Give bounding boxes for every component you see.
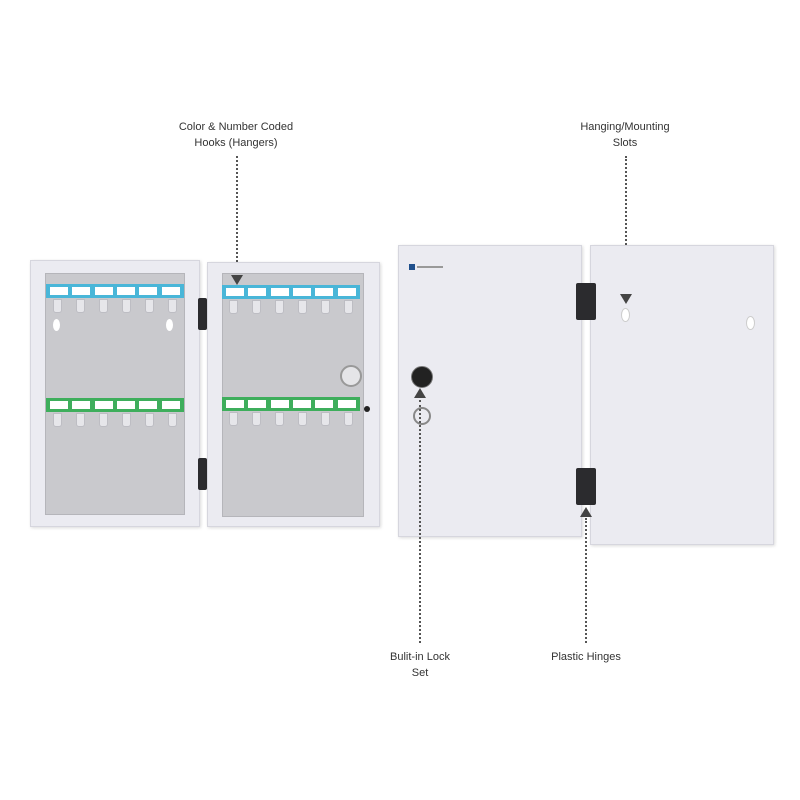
key-hook xyxy=(53,413,62,427)
brand-logo xyxy=(409,264,444,270)
hook-strip-bottom-right xyxy=(222,397,360,411)
plastic-hinge xyxy=(576,283,596,320)
key-hook xyxy=(298,300,307,314)
number-tag xyxy=(293,400,312,408)
slots-annotation: Hanging/Mounting Slots xyxy=(545,119,705,151)
number-tag xyxy=(117,401,136,409)
key-hook xyxy=(99,413,108,427)
lock-arrow-icon xyxy=(414,388,426,398)
slots-leader-line xyxy=(625,156,627,293)
hinges-annotation-line1: Plastic Hinges xyxy=(551,651,621,663)
key-hook xyxy=(145,413,154,427)
number-tag xyxy=(94,287,113,295)
number-tag xyxy=(337,400,356,408)
hook-strip-top-left xyxy=(46,284,184,298)
key-hook xyxy=(229,412,238,426)
number-tag xyxy=(293,288,312,296)
plastic-hinge xyxy=(576,468,596,505)
number-tag xyxy=(161,287,180,295)
number-tag xyxy=(315,288,334,296)
key-hook xyxy=(321,300,330,314)
key-hook xyxy=(76,299,85,313)
lock-leader-line xyxy=(419,400,421,643)
key-hook xyxy=(53,299,62,313)
mounting-slot xyxy=(746,316,755,330)
number-tag xyxy=(94,401,113,409)
hooks-arrow-icon xyxy=(231,275,243,285)
mounting-slot xyxy=(166,319,173,331)
number-tag xyxy=(226,288,245,296)
number-tag xyxy=(50,287,69,295)
closed-cabinet-front-door xyxy=(398,245,582,537)
lock-icon[interactable] xyxy=(411,366,433,388)
number-tag xyxy=(117,287,136,295)
lock-annotation-line1: Bulit-in Lock xyxy=(390,651,450,663)
key-ring-icon xyxy=(413,407,431,425)
left-inner-back xyxy=(45,273,185,515)
hooks-annotation-line1: Color & Number Coded xyxy=(178,121,294,133)
key-hook xyxy=(298,412,307,426)
key-hook xyxy=(122,413,131,427)
hinges-leader-line xyxy=(585,518,587,643)
hinges-annotation: Plastic Hinges xyxy=(506,649,666,665)
number-tag xyxy=(248,288,267,296)
key-hook xyxy=(252,412,261,426)
number-tag xyxy=(337,288,356,296)
right-inner-back xyxy=(222,273,364,517)
key-hook xyxy=(344,300,353,314)
hooks-leader-line xyxy=(236,156,238,274)
number-tag xyxy=(248,400,267,408)
key-hook xyxy=(275,412,284,426)
key-hook xyxy=(321,412,330,426)
mounting-slot xyxy=(621,308,630,322)
number-tag xyxy=(270,288,289,296)
hook-row xyxy=(46,299,184,313)
hooks-annotation-line2: Hooks (Hangers) xyxy=(194,137,278,149)
number-tag xyxy=(161,401,180,409)
key-hook xyxy=(344,412,353,426)
number-tag xyxy=(270,400,289,408)
key-hook xyxy=(252,300,261,314)
slots-annotation-line2: Slots xyxy=(612,137,638,149)
number-tag xyxy=(72,287,91,295)
cam-lock-icon xyxy=(340,365,362,387)
key-hook xyxy=(76,413,85,427)
lock-annotation-line2: Set xyxy=(411,667,429,679)
key-hook xyxy=(168,413,177,427)
latch-hole xyxy=(364,406,370,412)
closed-cabinet-back-panel xyxy=(590,245,774,545)
key-hook xyxy=(145,299,154,313)
hooks-annotation: Color & Number Coded Hooks (Hangers) xyxy=(156,119,316,151)
hinges-arrow-icon xyxy=(580,507,592,517)
key-hook xyxy=(99,299,108,313)
key-hook xyxy=(275,300,284,314)
slots-annotation-line1: Hanging/Mounting xyxy=(580,121,670,133)
hook-row xyxy=(222,300,360,314)
slots-arrow-icon xyxy=(620,294,632,304)
lock-annotation: Bulit-in Lock Set xyxy=(340,649,500,681)
mounting-slot xyxy=(53,319,60,331)
hook-strip-top-right xyxy=(222,285,360,299)
key-hook xyxy=(122,299,131,313)
hook-row xyxy=(222,412,360,426)
number-tag xyxy=(226,400,245,408)
hinge xyxy=(198,298,207,330)
number-tag xyxy=(139,287,158,295)
hinge xyxy=(198,458,207,490)
number-tag xyxy=(315,400,334,408)
key-hook xyxy=(168,299,177,313)
key-hook xyxy=(229,300,238,314)
number-tag xyxy=(72,401,91,409)
hook-row xyxy=(46,413,184,427)
hook-strip-bottom-left xyxy=(46,398,184,412)
number-tag xyxy=(50,401,69,409)
number-tag xyxy=(139,401,158,409)
